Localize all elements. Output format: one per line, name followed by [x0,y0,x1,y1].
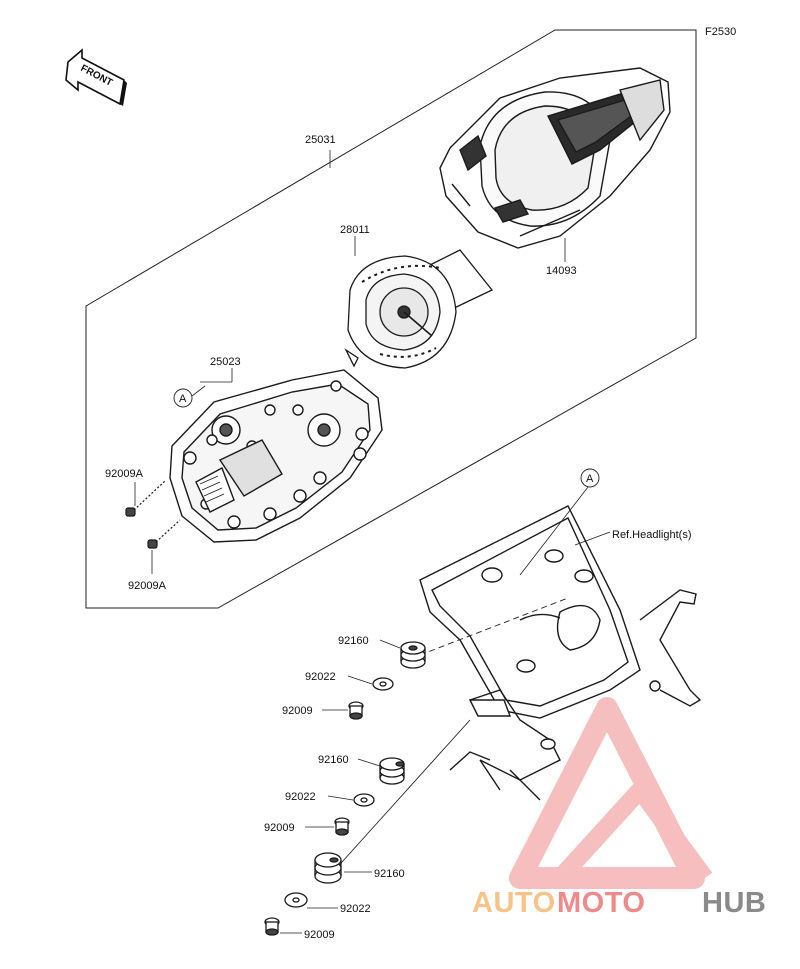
screw-92009-1[interactable] [348,701,364,720]
watermark-logo: AUTO MOTO HUB [472,697,766,919]
callout-a-lower [580,468,600,488]
label-screw-a-upper: 92009A [105,468,144,480]
label-meter-unit: 28011 [340,224,370,236]
label-screw-2: 92009 [264,822,295,834]
label-cover: 14093 [546,265,577,277]
figure-id: F2530 [705,26,736,38]
screw-92009-2[interactable] [334,817,350,836]
guide-line [419,597,569,656]
label-washer-3: 92022 [340,903,371,915]
washer-92022-3[interactable] [284,892,308,908]
guide-line-lower [332,719,471,873]
watermark-text-hub: HUB [702,887,766,919]
label-case: 25023 [210,356,241,368]
washer-92022-1[interactable] [372,677,394,691]
meter-cover[interactable] [439,67,671,249]
label-screw-1: 92009 [282,705,313,717]
assembly-frame [85,29,697,609]
screw-92009a-lower[interactable] [147,519,181,549]
label-damper-3: 92160 [374,868,405,880]
label-washer-2: 92022 [285,791,316,803]
screw-92009a-upper[interactable] [125,479,167,517]
screw-92009-3[interactable] [264,917,280,936]
damper-92160-2[interactable] [379,757,405,785]
ref-headlight-label: Ref.Headlight(s) [612,529,691,541]
meter-unit[interactable] [344,249,494,369]
watermark-text-auto: AUTO [472,887,556,919]
damper-92160-3[interactable] [314,852,342,884]
watermark-text-moto: MOTO [557,887,645,919]
label-washer-1: 92022 [305,671,336,683]
callout-a-upper [173,388,193,408]
washer-92022-2[interactable] [353,793,375,807]
label-damper-1: 92160 [338,635,369,647]
meter-case[interactable] [169,369,383,543]
callout-a-lower-letter: A [586,473,594,485]
label-meter-assembly: 25031 [305,134,336,146]
meter-bracket[interactable] [419,505,702,801]
label-damper-2: 92160 [318,754,349,766]
callout-a-upper-letter: A [179,393,187,405]
label-screw-3: 92009 [304,929,335,941]
front-arrow-icon: FRONT [65,48,127,106]
label-screw-a-lower: 92009A [128,580,167,592]
damper-92160-1[interactable] [400,641,426,669]
